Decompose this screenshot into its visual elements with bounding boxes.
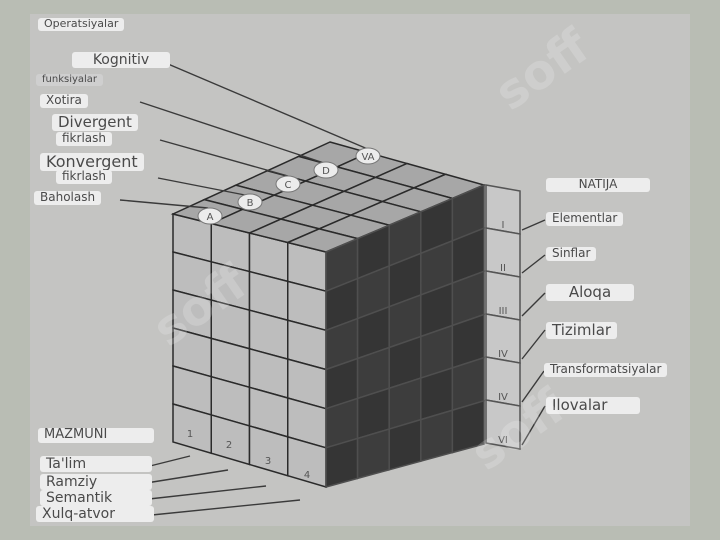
leader-line: [149, 455, 191, 467]
top-letter: VA: [361, 152, 374, 163]
top-letter: D: [322, 166, 330, 177]
leader-line: [521, 405, 546, 446]
operation-convergent-sub: fikrlash: [56, 169, 112, 184]
leader-line: [157, 177, 251, 197]
product-relations: Aloqa: [546, 283, 634, 302]
side-roman: II: [500, 263, 506, 274]
leader-line: [521, 292, 546, 317]
leader-line: [139, 485, 267, 501]
top-letter-badge: [237, 193, 263, 211]
side-cell: [388, 418, 422, 471]
leader-lines: [119, 63, 546, 517]
leader-line: [521, 219, 546, 231]
front-number: 3: [265, 456, 271, 467]
operation-memory: Xotira: [40, 93, 88, 108]
operation-divergent-sub: fikrlash: [56, 131, 112, 146]
side-roman: III: [499, 306, 508, 317]
leader-line: [141, 499, 301, 517]
products-title: NATIJA: [546, 177, 650, 192]
side-cell: [420, 409, 454, 463]
front-number: 1: [187, 429, 193, 440]
operations-title: Operatsiyalar: [38, 17, 125, 31]
product-classes: Sinflar: [546, 246, 597, 261]
product-systems: Tizimlar: [546, 321, 618, 340]
side-cell: [325, 437, 359, 488]
product-implications: Ilovalar: [546, 396, 640, 415]
operation-evaluation: Baholash: [34, 190, 102, 205]
side-cell: [356, 428, 390, 480]
product-transformations: Transformatsiyalar: [544, 362, 668, 377]
top-letter-badge: [275, 175, 301, 193]
side-roman: I: [502, 220, 505, 231]
leader-line: [159, 139, 289, 177]
content-behavioral: Xulq-atvor: [36, 506, 154, 523]
side-roman: VI: [498, 435, 508, 446]
side-cell: [451, 399, 485, 454]
leader-line: [521, 329, 546, 360]
operation-divergent: Divergent: [52, 113, 138, 132]
top-letter: B: [247, 198, 254, 209]
top-letter-badge: [197, 207, 223, 225]
content-title: MAZMUNI: [38, 427, 154, 443]
content-semantic: Semantik: [40, 490, 152, 507]
front-number: 4: [304, 470, 310, 481]
side-roman: IV: [498, 392, 508, 403]
cube-side-face: [325, 183, 521, 488]
top-letter-badge: [313, 161, 339, 179]
cube-front-face: [172, 213, 327, 489]
leader-line: [521, 254, 546, 274]
product-units: Elementlar: [546, 211, 624, 226]
top-letter: A: [207, 212, 214, 223]
operation-convergent: Konvergent: [40, 152, 144, 172]
leader-line: [119, 199, 209, 209]
leader-line: [521, 370, 545, 403]
operation-cognitive: Kognitiv: [72, 52, 170, 69]
content-symbolic: Ramziy: [40, 474, 152, 491]
product-cell: [485, 399, 521, 450]
leader-line: [167, 63, 371, 151]
top-letter-badge: [355, 147, 381, 165]
operation-cognitive-sub: funksiyalar: [36, 74, 104, 86]
front-number: 2: [226, 440, 232, 451]
leader-line: [139, 469, 229, 485]
leader-line: [139, 101, 331, 166]
top-letter: C: [285, 180, 292, 191]
content-figural: Ta'lim: [40, 456, 152, 473]
side-roman: IV: [498, 349, 508, 360]
